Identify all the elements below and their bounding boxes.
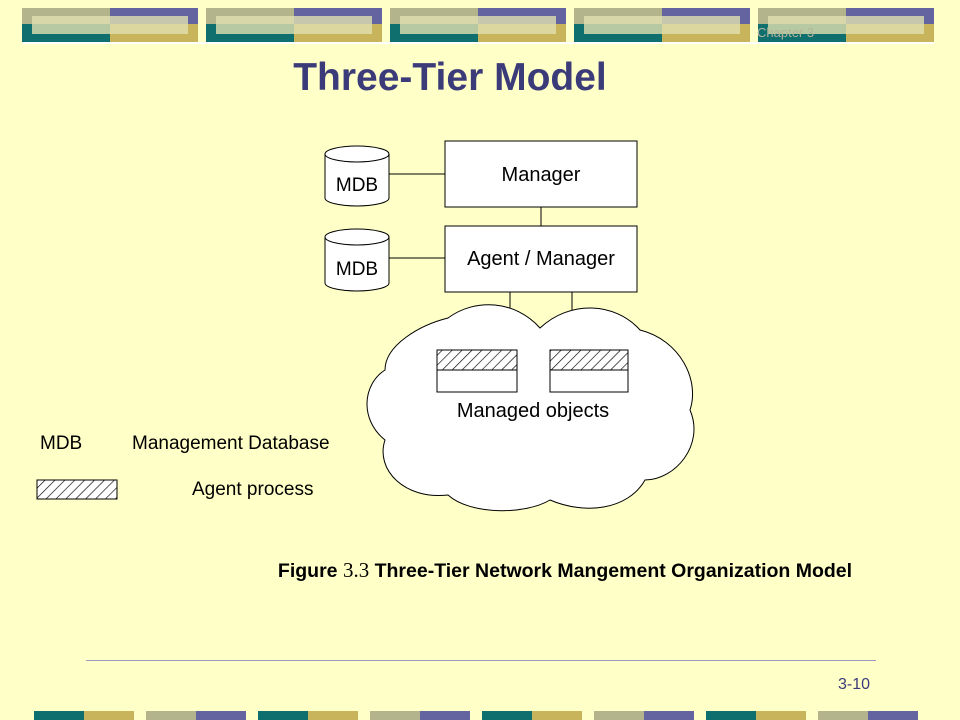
caption-prefix: Figure — [277, 560, 338, 582]
legend-agent-process-swatch — [36, 479, 118, 500]
manager-box — [444, 140, 638, 208]
figure-caption: Figure 3.3 Three-Tier Network Mangement … — [220, 558, 910, 583]
chapter-label: Chapter 3 — [757, 25, 815, 40]
legend-mdb-text: Management Database — [132, 433, 330, 454]
slide-title: Three-Tier Model — [293, 56, 607, 99]
top-decorative-banner — [22, 8, 934, 44]
mdb-cylinder-top: MDB — [324, 145, 390, 207]
bottom-decorative-banner — [34, 711, 918, 720]
caption-text: Three-Tier Network Mangement Organizatio… — [374, 560, 853, 582]
mdb-bottom-label: MDB — [336, 259, 378, 280]
manager-label: Manager — [502, 164, 581, 186]
footer-divider — [86, 660, 876, 661]
legend-agent-process-text: Agent process — [192, 479, 313, 500]
agent-manager-label: Agent / Manager — [467, 248, 615, 270]
banner-tile — [22, 8, 198, 42]
managed-objects-label: Managed objects — [457, 400, 609, 422]
page-number: 3-10 — [837, 676, 870, 693]
agent-manager-box — [444, 225, 638, 293]
mdb-cylinder-bottom: MDB — [324, 228, 390, 292]
banner-tile — [206, 8, 382, 42]
legend-mdb-abbrev: MDB — [40, 433, 82, 454]
managed-object-right — [549, 349, 629, 393]
mdb-top-label: MDB — [336, 175, 378, 196]
banner-tile — [390, 8, 566, 42]
banner-tile — [758, 8, 934, 42]
managed-object-left — [436, 349, 518, 393]
caption-number: 3.3 — [342, 558, 370, 582]
banner-tile — [574, 8, 750, 42]
